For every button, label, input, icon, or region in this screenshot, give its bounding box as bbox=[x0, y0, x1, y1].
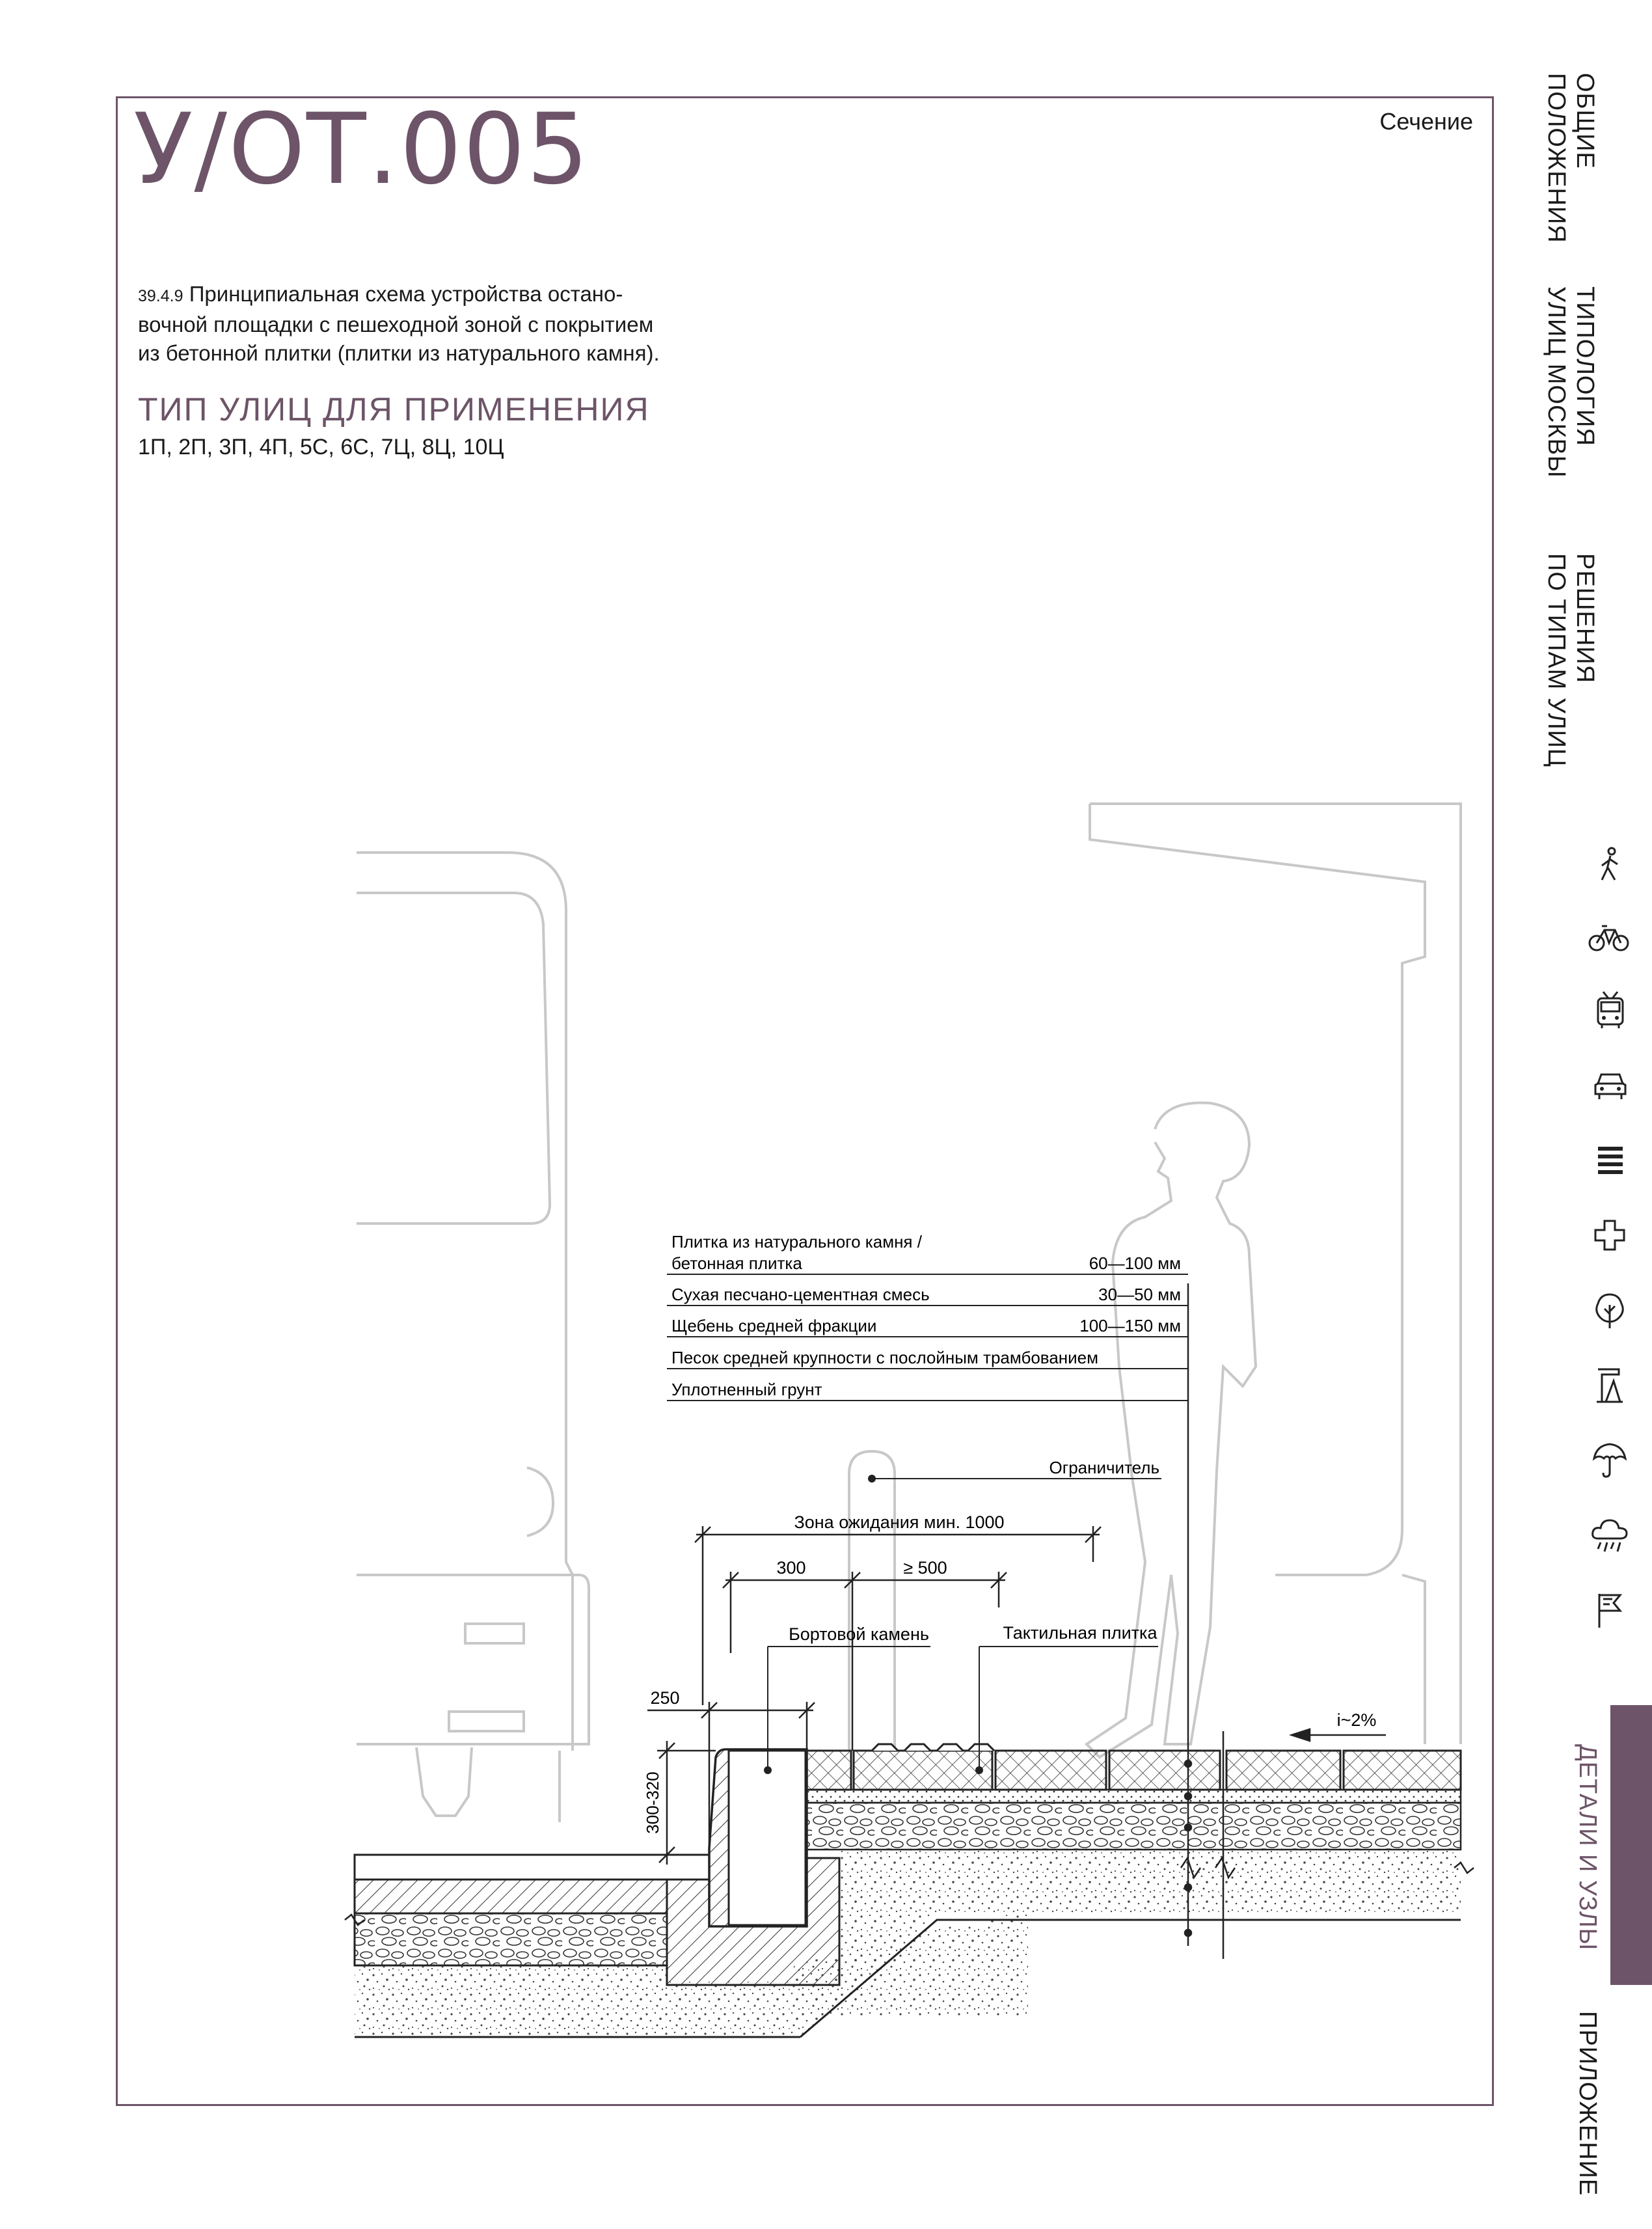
car-icon[interactable] bbox=[1593, 1071, 1628, 1101]
sub-dimensions bbox=[722, 1572, 1007, 1751]
page-frame bbox=[116, 96, 1494, 2106]
medical-cross-icon[interactable] bbox=[1593, 1218, 1627, 1252]
layer-legend bbox=[667, 1274, 1188, 1401]
dim-500-label: ≥ 500 bbox=[903, 1558, 947, 1578]
layer-thickness: 30—50 мм bbox=[1098, 1285, 1181, 1304]
description-line: Принципиальная схема устройства остано- bbox=[189, 282, 623, 306]
layer-name: Щебень средней фракции bbox=[671, 1316, 876, 1335]
nav-general-line1: ОБЩИЕ bbox=[1571, 73, 1599, 169]
layer-name: бетонная плитка bbox=[671, 1253, 802, 1273]
limiter-leader bbox=[868, 1475, 1161, 1483]
nav-solutions[interactable]: РЕШЕНИЯ ПО ТИПАМ УЛИЦ bbox=[1542, 553, 1599, 767]
trolleybus-icon[interactable] bbox=[1594, 991, 1627, 1031]
curb-label: Бортовой камень bbox=[789, 1624, 929, 1644]
dim-300-label: 300 bbox=[776, 1558, 806, 1578]
nav-typology-line1: ТИПОЛОГИЯ bbox=[1571, 286, 1599, 446]
bollard-silhouette bbox=[848, 1449, 896, 1751]
bus-stop-canopy bbox=[1089, 802, 1462, 1744]
waiting-zone-dimension bbox=[694, 1526, 1102, 1705]
layer-name: Уплотненный грунт bbox=[671, 1380, 822, 1399]
slope-label: i~2% bbox=[1337, 1710, 1377, 1730]
nav-general-line2: ПОЛОЖЕНИЯ bbox=[1543, 73, 1570, 243]
bicycle-icon[interactable] bbox=[1588, 921, 1631, 953]
sand-base bbox=[800, 1848, 1461, 2037]
dim-250-label: 250 bbox=[650, 1688, 679, 1708]
crosswalk-icon[interactable] bbox=[1595, 1145, 1625, 1178]
layer-leader bbox=[1180, 1283, 1236, 1959]
flag-icon[interactable] bbox=[1594, 1591, 1627, 1629]
nav-solutions-line1: РЕШЕНИЯ bbox=[1571, 553, 1599, 684]
nav-solutions-line2: ПО ТИПАМ УЛИЦ bbox=[1543, 553, 1570, 768]
nav-appendix[interactable]: ПРИЛОЖЕНИЕ bbox=[1573, 2011, 1602, 2196]
pavement-layers bbox=[806, 1743, 1462, 1851]
umbrella-icon[interactable] bbox=[1591, 1442, 1628, 1479]
road-section bbox=[353, 1853, 1028, 2038]
slope-arrow bbox=[1288, 1728, 1386, 1742]
street-types-list: 1П, 2П, 3П, 4П, 5С, 6С, 7Ц, 8Ц, 10Ц bbox=[138, 435, 504, 459]
pedestrian-icon[interactable] bbox=[1594, 846, 1627, 885]
street-types-title: ТИП УЛИЦ ДЛЯ ПРИМЕНЕНИЯ bbox=[138, 391, 650, 428]
nav-typology[interactable]: ТИПОЛОГИЯ УЛИЦ МОСКВЫ bbox=[1542, 286, 1599, 478]
layer-name: Сухая песчано-цементная смесь bbox=[671, 1285, 930, 1304]
nav-general[interactable]: ОБЩИЕ ПОЛОЖЕНИЯ bbox=[1542, 73, 1599, 243]
nav-details[interactable]: ДЕТАЛИ И УЗЛЫ bbox=[1573, 1744, 1602, 1950]
person-silhouette bbox=[1084, 1101, 1258, 1759]
bus-stop-icon[interactable] bbox=[1593, 1367, 1627, 1404]
page-code: У/ОТ.005 bbox=[133, 93, 590, 206]
layer-name: Плитка из натурального камня / bbox=[671, 1232, 923, 1251]
rain-cloud-icon[interactable] bbox=[1590, 1516, 1629, 1554]
layer-thickness: 60—100 мм bbox=[1089, 1253, 1181, 1273]
limiter-label: Ограничитель bbox=[1049, 1458, 1159, 1477]
curb-stone-face bbox=[727, 1749, 807, 1926]
nav-appendix-label: ПРИЛОЖЕНИЕ bbox=[1574, 2011, 1601, 2196]
tree-icon[interactable] bbox=[1593, 1292, 1627, 1330]
tactile-label: Тактильная плитка bbox=[1003, 1623, 1158, 1643]
curb-tactile-leaders bbox=[764, 1646, 1158, 1774]
description-line: из бетонной плитки (плитки из натурально… bbox=[138, 341, 660, 365]
view-label: Сечение bbox=[1379, 108, 1473, 135]
nav-details-label: ДЕТАЛИ И УЗЛЫ bbox=[1574, 1744, 1601, 1951]
description-line: вочной площадки с пешеходной зоной с пок… bbox=[138, 312, 654, 336]
layer-thickness: 100—150 мм bbox=[1079, 1316, 1181, 1335]
nav-typology-line2: УЛИЦ МОСКВЫ bbox=[1543, 286, 1570, 478]
dim-height bbox=[657, 1741, 716, 1865]
layer-name: Песок средней крупности с послойным трам… bbox=[671, 1348, 1098, 1367]
dim-height-label: 300-320 bbox=[643, 1771, 662, 1833]
waiting-zone-label: Зона ожидания мин. 1000 bbox=[794, 1512, 1004, 1532]
description-number: 39.4.9 bbox=[138, 287, 183, 305]
nav-active-marker bbox=[1610, 1705, 1652, 1985]
break-mark bbox=[344, 1913, 365, 1926]
break-mark bbox=[1454, 1861, 1474, 1874]
dim-250 bbox=[647, 1702, 815, 1848]
description: 39.4.9 Принципиальная схема устройства о… bbox=[138, 280, 724, 368]
bus-silhouette bbox=[357, 851, 590, 1822]
soil-boundary bbox=[800, 1919, 1461, 2038]
